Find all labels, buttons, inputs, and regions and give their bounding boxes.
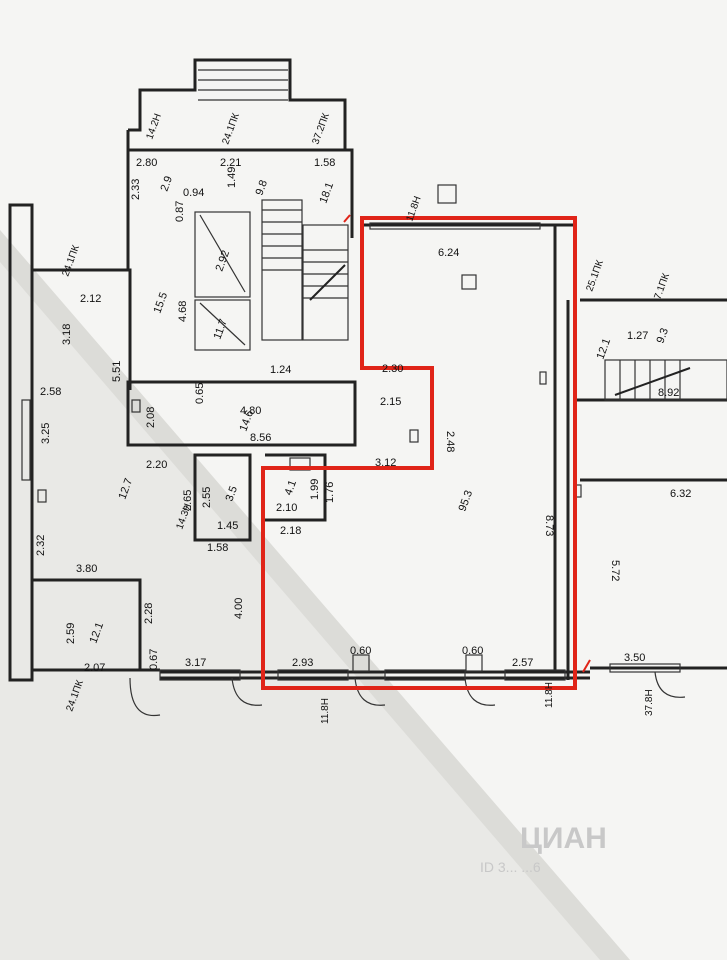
dim: 2.55 <box>201 487 213 508</box>
dim: 1.24 <box>270 364 291 376</box>
facade-bays <box>129 671 686 717</box>
dim: 4.68 <box>177 301 189 322</box>
dim: 2.65 <box>182 490 194 511</box>
dim: 6.24 <box>438 247 459 259</box>
opening-code: 11.8Н <box>544 682 555 708</box>
dim: 2.30 <box>382 363 403 375</box>
dim: 3.18 <box>61 324 73 345</box>
dim: 8.56 <box>250 432 271 444</box>
dim: 4.00 <box>233 598 245 619</box>
room-area: 9.8 <box>254 179 271 197</box>
dim: 1.45 <box>217 520 238 532</box>
room-area: 2.9 <box>159 175 176 193</box>
dim: 5.72 <box>609 560 621 581</box>
dim: 2.32 <box>35 535 47 556</box>
highlight-tick <box>582 659 591 673</box>
dim: 0.87 <box>174 201 186 222</box>
dim: 2.58 <box>40 386 61 398</box>
room-area: 3.5 <box>224 485 241 503</box>
dim: 0.94 <box>183 187 204 199</box>
dim: 6.32 <box>670 488 691 500</box>
dim: 2.20 <box>146 459 167 471</box>
facade-windows <box>21 222 681 681</box>
dim: 2.28 <box>143 603 155 624</box>
dim: 8.92 <box>658 387 679 399</box>
dim: 3.17 <box>185 657 206 669</box>
dim: 2.48 <box>444 431 456 452</box>
dim: 2.33 <box>130 179 142 200</box>
dim: 1.76 <box>324 482 336 503</box>
dim: 3.80 <box>76 563 97 575</box>
interior-details <box>21 69 727 717</box>
dim: 4.80 <box>240 405 261 417</box>
dim: 8.73 <box>543 515 555 536</box>
watermark-id: ID 3... ...6 <box>480 859 541 875</box>
dim: 2.21 <box>220 157 241 169</box>
watermark: ЦИАН ID 3... ...6 <box>480 822 607 875</box>
dim: 0.67 <box>148 649 160 670</box>
room-area: 12.7 <box>117 477 136 501</box>
paper-fold-shadow <box>0 230 630 960</box>
dim: 3.12 <box>375 457 396 469</box>
opening-code: 11.8Н <box>320 698 331 724</box>
dim: 1.58 <box>314 157 335 169</box>
dim: 1.27 <box>627 330 648 342</box>
dim: 2.93 <box>292 657 313 669</box>
watermark-brand: ЦИАН <box>520 822 607 855</box>
opening-code: 14.3Н <box>174 502 193 531</box>
stairs-top <box>198 69 288 101</box>
dim: 2.18 <box>280 525 301 537</box>
dim: 3.50 <box>624 652 645 664</box>
dim: 2.12 <box>80 293 101 305</box>
opening-code: 37.8Н <box>644 689 655 716</box>
dim: 2.07 <box>84 662 105 674</box>
dim: 0.60 <box>350 645 371 657</box>
dim: 1.49 <box>226 167 238 188</box>
stairs-right <box>604 359 727 401</box>
highlight-tick-top <box>343 214 351 223</box>
dim: 1.58 <box>207 542 228 554</box>
room-area: 9.3 <box>655 327 672 345</box>
dim: 2.59 <box>65 623 77 644</box>
dim: 5.51 <box>111 361 123 382</box>
opening-code: 24.1ПК <box>64 679 86 713</box>
dim: 1.99 <box>309 479 321 500</box>
highlighted-premises-outline <box>261 216 577 690</box>
stairs-main <box>262 209 348 301</box>
dim: 2.10 <box>276 502 297 514</box>
dim: 2.15 <box>380 396 401 408</box>
room-area: 12.1 <box>88 621 107 645</box>
dimension-labels: 2.80 2.21 1.58 0.94 2.12 1.24 2.30 4.80 … <box>35 157 691 674</box>
room-area: 4.1 <box>283 479 300 497</box>
outer-walls <box>8 58 727 682</box>
dim: 2.80 <box>136 157 157 169</box>
dim: 2.08 <box>145 407 157 428</box>
dim: 0.65 <box>194 383 206 404</box>
dim: 2.57 <box>512 657 533 669</box>
dim: 0.60 <box>462 645 483 657</box>
dim: 3.25 <box>40 423 52 444</box>
